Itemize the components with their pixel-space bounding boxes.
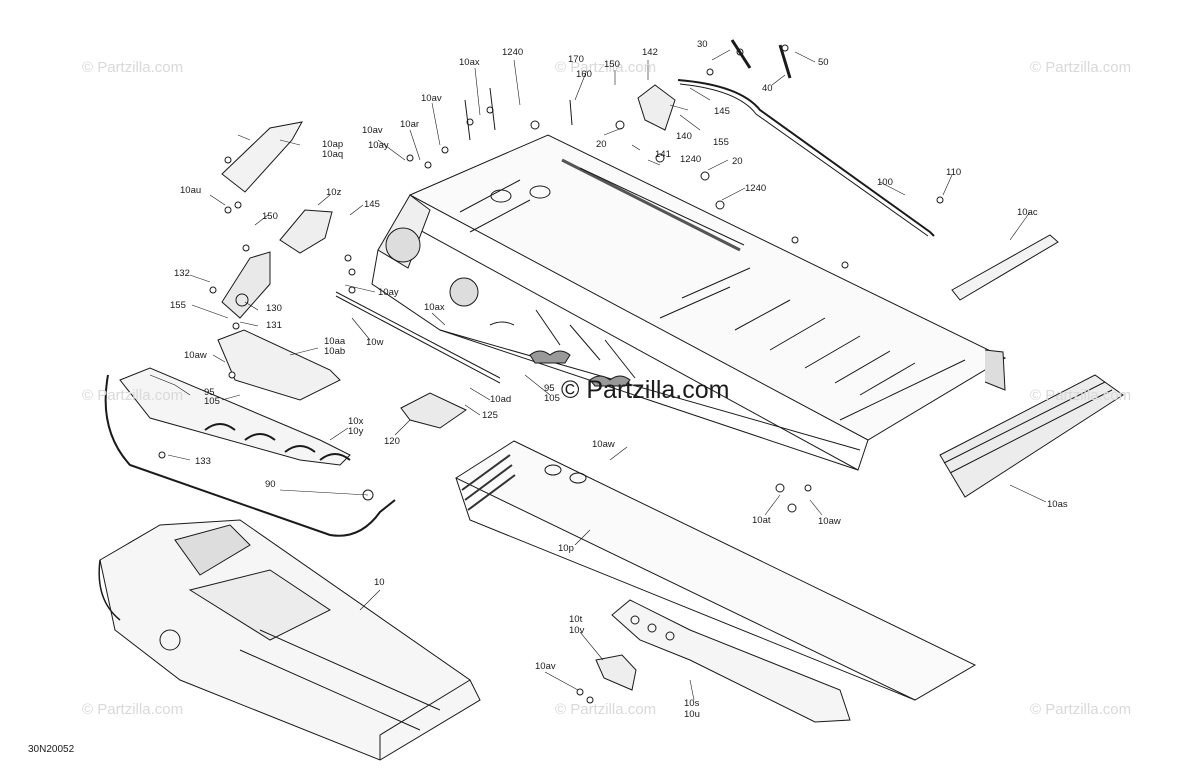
watermark-mid-left: © Partzilla.com (82, 387, 184, 404)
callout-95: 95 (204, 387, 215, 398)
callout-10as: 10as (1047, 499, 1068, 510)
callout-125: 125 (482, 410, 498, 421)
callout-145: 145 (714, 106, 730, 117)
callout-105: 105 (204, 396, 220, 407)
callout-100: 100 (877, 177, 893, 188)
callout-10ad: 10ad (490, 394, 512, 405)
callout-1240: 1240 (680, 154, 702, 165)
tunnel-frame (371, 134, 1007, 471)
watermark-top-center: © Partzilla.com (555, 59, 657, 76)
callout-140: 140 (676, 131, 692, 142)
watermark-bottom-left: © Partzilla.com (82, 701, 184, 718)
bracket-10ac (951, 234, 1059, 301)
callout-90: 90 (265, 479, 276, 490)
callout-131: 131 (266, 320, 282, 331)
callout-10av: 10av (535, 661, 556, 672)
callout-10w: 10w (366, 337, 384, 348)
callout-120: 120 (384, 436, 400, 447)
center-watermark: © Partzilla.com (561, 376, 730, 404)
callout-10: 10 (374, 577, 385, 588)
callout-10aw: 10aw (184, 350, 207, 361)
extrusion-10as (939, 374, 1124, 498)
callout-132: 132 (174, 268, 190, 279)
bracket-10aa (217, 329, 341, 401)
callout-10ay: 10ay (378, 287, 399, 298)
callout-1240: 1240 (502, 47, 524, 58)
callout-10ax: 10ax (424, 302, 445, 313)
bracket-140 (637, 84, 676, 131)
callout-10aq: 10aq (322, 149, 344, 160)
callout-10ax: 10ax (459, 57, 480, 68)
callout-170: 170 (568, 54, 584, 65)
callout-10ar: 10ar (400, 119, 420, 130)
drawing-code: 30N20052 (28, 744, 75, 755)
callout-10aw: 10aw (592, 439, 615, 450)
callout-155: 155 (713, 137, 729, 148)
callout-1240: 1240 (745, 183, 767, 194)
watermark-top-right: © Partzilla.com (1030, 59, 1132, 76)
callout-145: 145 (364, 199, 380, 210)
callout-20: 20 (732, 156, 743, 167)
callout-10au: 10au (180, 185, 202, 196)
callout-130: 130 (266, 303, 282, 314)
rail-10w (335, 291, 501, 384)
callout-10ac: 10ac (1017, 207, 1038, 218)
watermark-mid-right: © Partzilla.com (1030, 387, 1132, 404)
bracket-120 (400, 392, 467, 429)
callout-150: 150 (262, 211, 278, 222)
callout-20: 20 (596, 139, 607, 150)
callout-30: 30 (697, 39, 708, 50)
callout-10z: 10z (326, 187, 342, 198)
callout-10u: 10u (684, 709, 700, 720)
watermark-bottom-right: © Partzilla.com (1030, 701, 1132, 718)
callout-10y: 10y (348, 426, 364, 437)
callout-10x: 10x (348, 416, 364, 427)
cover-10p (454, 440, 977, 701)
callout-105: 105 (544, 393, 560, 404)
callout-142: 142 (642, 47, 658, 58)
callout-10av: 10av (362, 125, 383, 136)
watermark-bottom-center: © Partzilla.com (555, 701, 657, 718)
callout-10aa: 10aa (324, 336, 346, 347)
callout-40: 40 (762, 83, 773, 94)
bar-90 (104, 374, 396, 537)
callout-95: 95 (544, 383, 555, 394)
callout-155: 155 (170, 300, 186, 311)
plate-130 (221, 251, 271, 319)
callout-50: 50 (818, 57, 829, 68)
bracket-10ap (221, 121, 303, 193)
callout-160: 160 (576, 69, 592, 80)
callout-141: 141 (655, 149, 671, 160)
shield-10x (119, 367, 351, 466)
callout-10v: 10v (569, 625, 585, 636)
callout-110: 110 (946, 167, 962, 178)
callout-10t: 10t (569, 614, 583, 625)
bracket-10s (611, 599, 851, 723)
callout-10ay: 10ay (368, 140, 389, 151)
callout-10aw: 10aw (818, 516, 841, 527)
callout-150: 150 (604, 59, 620, 70)
bracket-10t (595, 654, 637, 691)
callout-10p: 10p (558, 543, 574, 554)
watermark-top-left: © Partzilla.com (82, 59, 184, 76)
frame-assembly-10 (99, 519, 481, 761)
bracket-10z (279, 209, 333, 254)
bar-100 (677, 79, 935, 237)
callout-10ap: 10ap (322, 139, 344, 150)
callout-10at: 10at (752, 515, 771, 526)
callout-10av: 10av (421, 93, 442, 104)
callout-10s: 10s (684, 698, 700, 709)
callout-133: 133 (195, 456, 211, 467)
callout-10ab: 10ab (324, 346, 346, 357)
